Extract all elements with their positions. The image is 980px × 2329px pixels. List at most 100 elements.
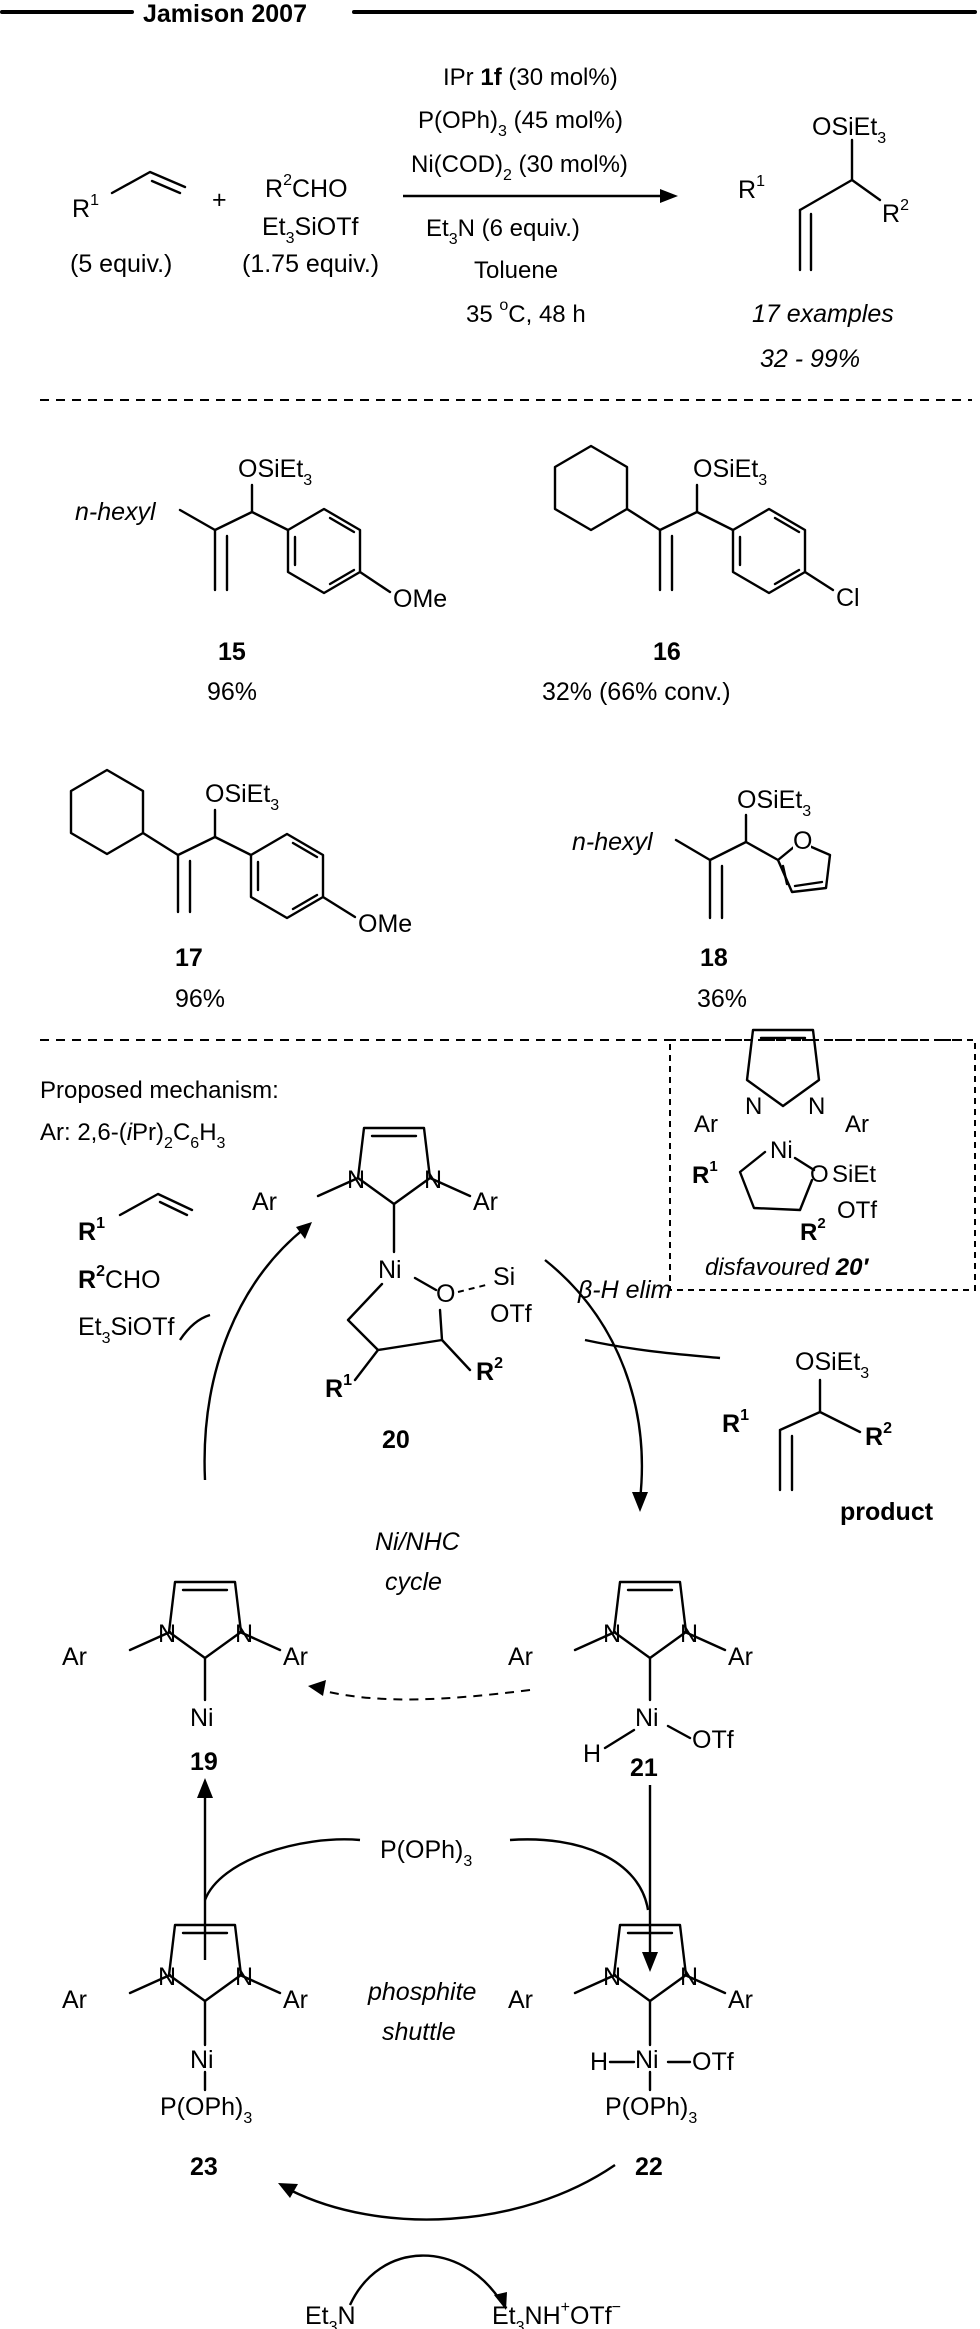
dashed-arrow-21-to-19	[319, 1689, 531, 1701]
svg-text:OTf: OTf	[490, 1300, 532, 1328]
svg-text:Ar: Ar	[508, 1643, 533, 1671]
svg-text:H: H	[590, 2048, 608, 2076]
compound-18-id: 18	[700, 944, 728, 972]
svg-text:IPr 1f (30 mol%): IPr 1f (30 mol%)	[443, 64, 618, 91]
examples-count: 17 examples	[752, 300, 894, 328]
svg-text:Ar: Ar	[283, 1643, 308, 1671]
svg-text:Ni: Ni	[635, 1704, 659, 1732]
mechanism-title: Proposed mechanism:	[40, 1077, 279, 1104]
svg-text:n-hexyl: n-hexyl	[75, 498, 157, 526]
header: Jamison 2007	[0, 0, 977, 28]
svg-text:P(OPh)3 (45 mol%): P(OPh)3 (45 mol%)	[418, 107, 623, 140]
svg-text:R1: R1	[78, 1215, 105, 1246]
cycle-label-top: Ni/NHC	[375, 1528, 461, 1556]
svg-text:Cl: Cl	[836, 584, 860, 612]
svg-text:O: O	[793, 827, 812, 855]
beta-h-label: β-H elim	[577, 1276, 671, 1304]
svg-text:Ar: Ar	[728, 1986, 753, 2014]
complex-19: Ar N N Ar Ni 19	[62, 1580, 308, 1776]
aldehyde-equiv: (1.75 equiv.)	[242, 250, 379, 278]
svg-text:Ni: Ni	[770, 1137, 793, 1164]
incoming-reagents: R1 R2CHO Et3SiOTf	[78, 1192, 194, 1347]
svg-text:Ar: Ar	[283, 1986, 308, 2014]
svg-text:SiEt: SiEt	[832, 1161, 876, 1188]
svg-text:N: N	[680, 1620, 698, 1648]
svg-text:Ar: Ar	[62, 1986, 87, 2014]
svg-text:OTf: OTf	[837, 1197, 877, 1224]
svg-text:R2: R2	[800, 1215, 826, 1246]
svg-text:disfavoured 20′: disfavoured 20′	[705, 1254, 869, 1281]
svg-text:Ar: Ar	[508, 1986, 533, 2014]
svg-text:OSiEt3: OSiEt3	[238, 455, 312, 489]
svg-text:R2CHO: R2CHO	[265, 172, 348, 203]
svg-text:Ar: Ar	[62, 1643, 87, 1671]
svg-text:R2: R2	[865, 1420, 892, 1451]
aldehyde-reagents: R2CHO Et3SiOTf (1.75 equiv.)	[242, 172, 379, 278]
svg-text:R2CHO: R2CHO	[78, 1263, 161, 1294]
inset-20-prime: Ar N N Ar Ni O SiEt OTf R1 R2 disfavoure…	[669, 1028, 976, 1291]
complex-20: Ar N N Ar Ni O Si OTf R1 R2 20	[252, 1126, 532, 1454]
svg-text:Et3N (6 equiv.): Et3N (6 equiv.)	[426, 215, 580, 248]
complex-20-id: 20	[382, 1426, 410, 1454]
complex-23: Ar N N Ar Ni P(OPh)3 23	[62, 1923, 308, 2181]
plus-sign: +	[212, 186, 227, 214]
svg-text:Ar: Ar	[473, 1188, 498, 1216]
svg-text:Ar: Ar	[728, 1643, 753, 1671]
svg-text:R1: R1	[692, 1158, 718, 1189]
header-title: Jamison 2007	[143, 0, 307, 28]
general-product: OSiEt3 R1 R2 17 examples 32 - 99%	[738, 113, 909, 373]
svg-text:R2: R2	[476, 1355, 503, 1386]
svg-text:OMe: OMe	[393, 585, 447, 613]
product-label: product	[840, 1498, 934, 1526]
complex-21: Ar N N Ar Ni H OTf 21	[508, 1580, 753, 1782]
svg-text:Si: Si	[493, 1263, 515, 1291]
aryl-definition: Ar: 2,6-(iPr)2C6H3	[40, 1119, 226, 1152]
compound-18: n-hexyl OSiEt3 O 18 36%	[572, 786, 832, 1013]
svg-text:P(OPh)3: P(OPh)3	[605, 2093, 697, 2127]
compound-17: OSiEt3 OMe 17 96%	[69, 768, 412, 1013]
svg-text:O: O	[810, 1161, 829, 1188]
svg-text:N: N	[424, 1166, 442, 1194]
svg-text:OSiEt3: OSiEt3	[205, 780, 279, 814]
compound-16-yield: 32% (66% conv.)	[542, 678, 731, 706]
compound-17-yield: 96%	[175, 985, 225, 1013]
complex-23-id: 23	[190, 2153, 218, 2181]
svg-text:R2: R2	[882, 197, 909, 228]
compound-15-yield: 96%	[207, 678, 257, 706]
svg-text:N: N	[235, 1963, 253, 1991]
svg-text:OSiEt3: OSiEt3	[812, 113, 886, 147]
svg-text:n-hexyl: n-hexyl	[572, 828, 654, 856]
conditions: IPr 1f (30 mol%) P(OPh)3 (45 mol%) Ni(CO…	[403, 64, 678, 328]
alkene-equiv: (5 equiv.)	[70, 250, 172, 278]
compound-15-id: 15	[218, 638, 246, 666]
svg-text:N: N	[808, 1093, 825, 1120]
svg-text:OTf: OTf	[692, 1726, 734, 1754]
compound-17-id: 17	[175, 944, 203, 972]
svg-text:H: H	[583, 1740, 601, 1768]
svg-text:R1: R1	[722, 1407, 749, 1438]
arrow-19-to-20	[203, 1227, 306, 1481]
svg-text:Et3SiOTf: Et3SiOTf	[262, 213, 358, 247]
svg-text:N: N	[603, 1963, 621, 1991]
svg-text:Et3SiOTf: Et3SiOTf	[78, 1313, 174, 1347]
alkene-reactant: R1 (5 equiv.)	[70, 170, 187, 278]
svg-text:Toluene: Toluene	[474, 257, 558, 284]
complex-22: Ar N N Ar Ni H OTf P(OPh)3 22	[508, 1923, 753, 2181]
compound-16: OSiEt3 Cl 16 32% (66% conv.)	[542, 444, 860, 706]
svg-text:Ni: Ni	[378, 1256, 402, 1284]
mechanism-product: OSiEt3 R1 R2 product	[722, 1348, 934, 1526]
svg-text:R1: R1	[325, 1372, 352, 1403]
svg-text:Ar: Ar	[252, 1188, 277, 1216]
svg-text:N: N	[158, 1963, 176, 1991]
svg-text:35 oC, 48 h: 35 oC, 48 h	[466, 297, 586, 328]
arrow-20-to-21	[544, 1259, 644, 1501]
salt-byproduct: Et3NH+OTf−	[492, 2299, 621, 2329]
alkene-r-label: R	[72, 195, 90, 223]
svg-text:Ni: Ni	[190, 1704, 214, 1732]
general-reaction: R1 (5 equiv.) + R2CHO Et3SiOTf (1.75 equ…	[70, 64, 909, 373]
svg-text:Ni: Ni	[190, 2046, 214, 2074]
complex-21-id: 21	[630, 1754, 658, 1782]
svg-text:N: N	[158, 1620, 176, 1648]
svg-text:N: N	[745, 1093, 762, 1120]
